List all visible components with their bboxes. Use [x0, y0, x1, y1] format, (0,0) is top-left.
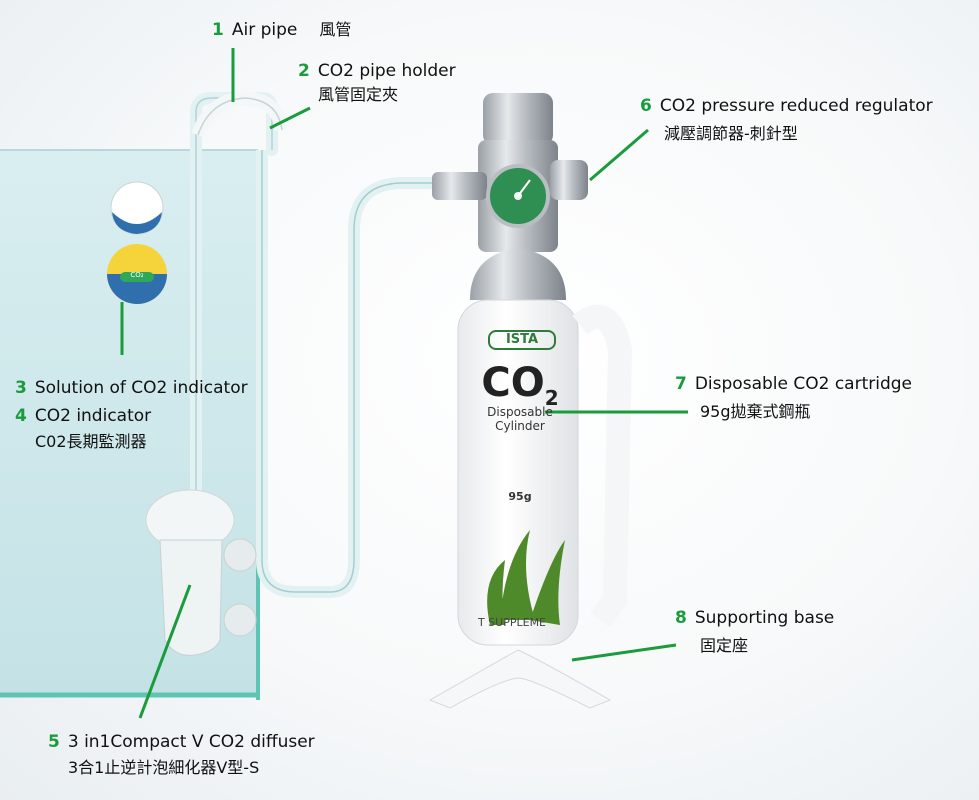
label-en: CO2 pressure reduced regulator	[659, 96, 933, 116]
label-supporting-base: 8 Supporting base	[675, 608, 834, 628]
label-zh: 風管	[319, 20, 352, 39]
label-en: 3 in1Compact V CO2 diffuser	[67, 732, 315, 752]
regulator-inlet	[432, 172, 487, 200]
cylinder-formula-sub: 2	[544, 386, 559, 410]
label-pipe-holder: 2 CO2 pipe holder	[298, 61, 456, 81]
label-en: Supporting base	[694, 608, 835, 628]
label-number: 1	[212, 20, 224, 40]
label-diffuser-zh: 3合1止逆計泡細化器V型-S	[68, 758, 260, 777]
cylinder-co2: CO2	[470, 360, 570, 421]
label-en: Solution of CO2 indicator	[34, 378, 248, 398]
label-number: 5	[48, 732, 60, 752]
label-number: 4	[15, 406, 27, 426]
suction-cup-lower	[223, 603, 257, 637]
label-co2-indicator-zh: C02長期監測器	[35, 432, 147, 451]
cylinder-brand: ISTA	[488, 330, 556, 350]
label-number: 2	[298, 61, 310, 81]
plant-image	[487, 530, 565, 625]
supporting-base-stand	[572, 304, 633, 628]
cylinder-formula: CO	[481, 360, 545, 406]
label-number: 6	[640, 96, 652, 116]
cylinder-disposable: Disposable	[487, 405, 553, 419]
cylinder-cylinder: Cylinder	[495, 419, 545, 433]
label-number: 7	[675, 374, 687, 394]
label-number: 8	[675, 608, 687, 628]
cylinder-weight: 95g	[508, 490, 532, 503]
label-pipe-holder-zh: 風管固定夾	[318, 85, 399, 104]
label-cartridge: 7 Disposable CO2 cartridge	[675, 374, 912, 394]
label-air-pipe: 1 Air pipe 風管	[212, 20, 351, 40]
pointer-8	[571, 643, 677, 662]
indicator-label: CO₂	[130, 271, 144, 279]
label-en: CO2 pipe holder	[317, 61, 456, 81]
label-indicator-solution: 3 Solution of CO2 indicator	[15, 378, 248, 398]
label-number: 3	[15, 378, 27, 398]
label-cartridge-zh: 95g拋棄式鋼瓶	[700, 402, 811, 421]
pointer-5	[138, 584, 192, 719]
label-diffuser: 5 3 in1Compact V CO2 diffuser	[48, 732, 315, 752]
label-supporting-base-zh: 固定座	[700, 636, 749, 655]
label-regulator: 6 CO2 pressure reduced regulator	[640, 96, 933, 116]
cylinder-body	[457, 299, 579, 646]
label-regulator-zh: 減壓調節器-刺針型	[664, 124, 798, 143]
label-co2-indicator: 4 CO2 indicator	[15, 406, 151, 426]
regulator-outlet	[550, 160, 588, 200]
label-en: Air pipe	[231, 20, 298, 40]
label-en: CO2 indicator	[34, 406, 152, 426]
pointer-2	[269, 106, 311, 130]
cylinder-band: T SUPPLEME	[477, 616, 547, 629]
pointer-6	[589, 128, 649, 182]
regulator-knob	[483, 93, 553, 145]
co2-pipe	[256, 150, 440, 598]
label-en: Disposable CO2 cartridge	[694, 374, 913, 394]
cylinder-neck	[470, 248, 566, 300]
suction-cup-upper	[223, 538, 257, 572]
supporting-base-feet	[428, 649, 612, 709]
